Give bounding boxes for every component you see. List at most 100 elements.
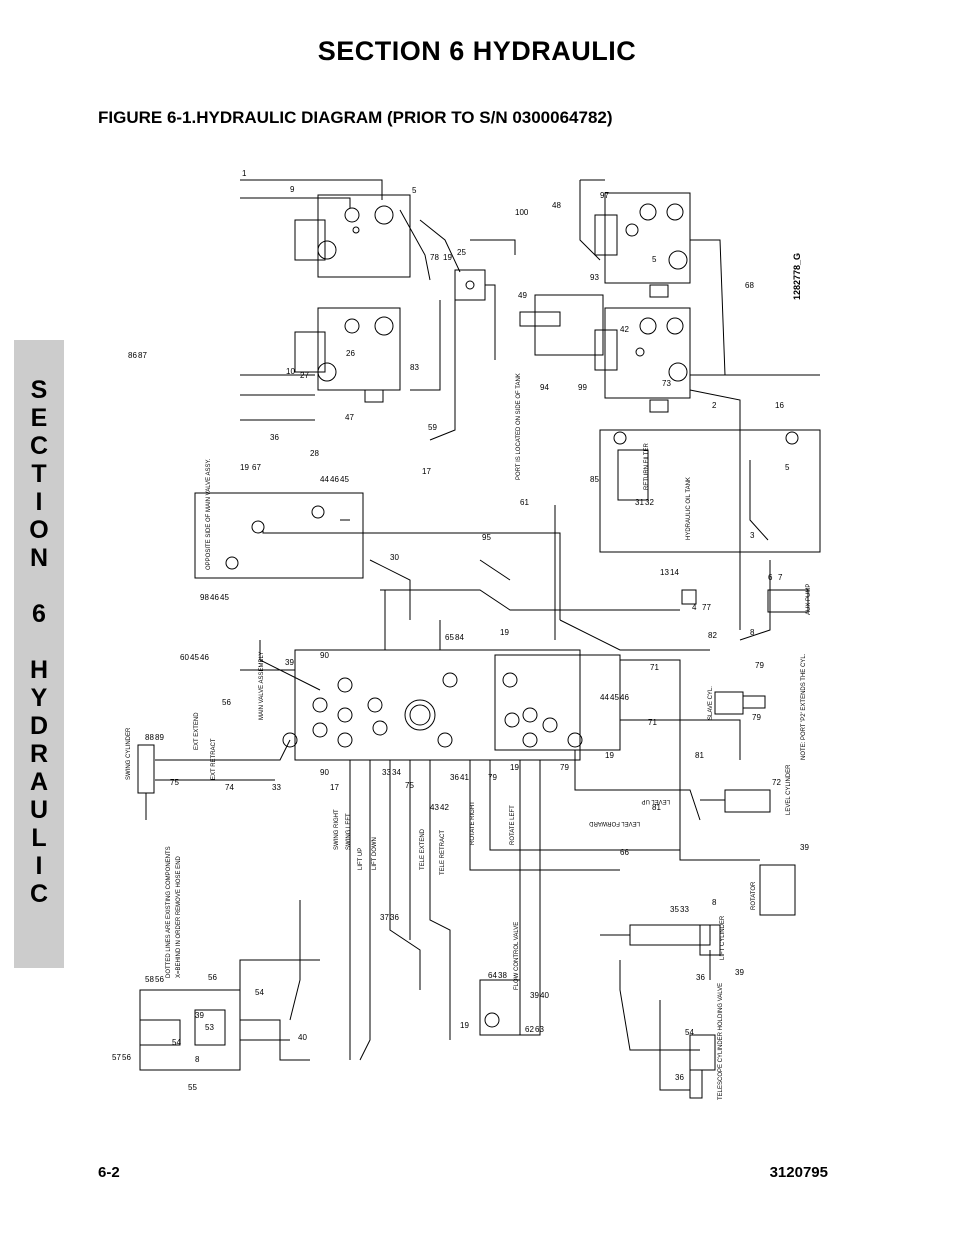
callout-label: 19	[510, 763, 519, 772]
right-lower-valve	[604, 307, 691, 399]
hose-line	[659, 1000, 690, 1091]
port-fitting	[374, 205, 394, 225]
hose-line	[470, 239, 516, 255]
hose-line	[262, 530, 561, 620]
callout-label: 87	[138, 351, 147, 360]
port-fitting	[442, 672, 458, 688]
callout-label: 90	[320, 768, 329, 777]
hose-line	[485, 284, 496, 360]
side-tab-letter: C	[29, 880, 49, 908]
callout-label: 5	[785, 463, 790, 472]
hose-line	[739, 560, 771, 641]
telescope-holding-valve	[689, 1034, 716, 1071]
callout-label: 37	[380, 913, 389, 922]
callout-label: 86	[128, 351, 137, 360]
callout-label: 93	[590, 273, 599, 282]
main-inlet-inner	[409, 704, 431, 726]
callout-label: 89	[155, 733, 164, 742]
side-tab-letter: L	[31, 824, 47, 852]
port-fitting	[337, 677, 353, 693]
callout-label: 4	[692, 603, 697, 612]
port-fitting	[668, 362, 688, 382]
hose-line	[620, 659, 760, 861]
callout-label: 39	[800, 843, 809, 852]
callout-label: 54	[255, 988, 264, 997]
check-valve	[454, 269, 486, 301]
callout-label: 36	[450, 773, 459, 782]
port-fitting	[484, 1012, 500, 1028]
port-fitting	[317, 240, 337, 260]
swing-right-label: SWING RIGHT	[334, 809, 340, 850]
page-number: 6-2	[98, 1164, 120, 1181]
side-tab-letter: T	[31, 460, 47, 488]
aux-pump-label: AUX PUMP	[806, 584, 812, 615]
hose-line	[380, 589, 680, 611]
hose-line	[574, 750, 701, 821]
callout-label: 13	[660, 568, 669, 577]
side-tab-letter	[14, 628, 64, 656]
callout-label: 36	[270, 433, 279, 442]
callout-label: 53	[205, 1023, 214, 1032]
callout-label: 46	[330, 475, 339, 484]
shaft	[649, 284, 669, 298]
callout-label: 62	[525, 1025, 534, 1034]
hose-line	[469, 760, 620, 871]
callout-label: 85	[590, 475, 599, 484]
rotate-right-label: ROTATE RIGHT	[470, 801, 476, 845]
ext-retract-label: EXT RETRACT	[211, 738, 217, 780]
hose-line	[690, 239, 726, 376]
side-tab-text: S E C T I O N 6 H Y D R A U L I C	[14, 376, 64, 908]
callout-label: 100	[515, 208, 529, 217]
rotate-left-label: ROTATE LEFT	[510, 805, 516, 845]
port-fitting	[666, 317, 684, 335]
hydraulic-oil-tank	[599, 429, 821, 553]
callout-label: 8	[195, 1055, 200, 1064]
callout-label: 8	[750, 628, 755, 637]
telescope-valve-stem	[689, 1069, 703, 1099]
hose-line	[410, 300, 441, 391]
callout-label: 81	[652, 803, 661, 812]
callout-label: 10	[286, 367, 295, 376]
return-filter-label: RETURN FILTER	[644, 442, 650, 490]
callout-label: 45	[220, 593, 229, 602]
callout-label: 43	[430, 803, 439, 812]
callout-label: 45	[340, 475, 349, 484]
tank-cap	[613, 431, 627, 445]
port-fitting	[542, 717, 558, 733]
swing-control	[194, 1009, 226, 1046]
callout-label: 46	[200, 653, 209, 662]
slave-cyl-label: SLAVE CYL.	[708, 686, 714, 720]
callout-label: 36	[675, 1073, 684, 1082]
hose-line	[689, 389, 741, 630]
callout-label: 56	[155, 975, 164, 984]
callout-label: 36	[696, 973, 705, 982]
port-fitting	[352, 226, 360, 234]
callout-label: 32	[645, 498, 654, 507]
port-note: NOTE: PORT 'P2' EXTENDS THE CYL.	[801, 653, 807, 760]
callout-label: 71	[650, 663, 659, 672]
hose-line	[359, 760, 371, 1061]
middle-valve-housing	[294, 331, 326, 373]
callout-label: 55	[188, 1083, 197, 1092]
callout-label: 45	[190, 653, 199, 662]
hose-line	[489, 760, 680, 851]
callout-label: 44	[320, 475, 329, 484]
solenoid-coil	[519, 311, 561, 327]
side-tab-letter: D	[29, 712, 49, 740]
side-tab-letter: N	[29, 544, 49, 572]
callout-label: 27	[300, 371, 309, 380]
side-tab-letter	[14, 572, 64, 600]
hose-line	[419, 219, 461, 273]
level-cylinder-label: LEVEL CYLINDER	[786, 764, 792, 815]
callout-label: 78	[430, 253, 439, 262]
dotted-lines-note: DOTTED LINES ARE EXISTING COMPONENTS	[166, 846, 172, 978]
lift-cylinder	[629, 924, 711, 946]
tele-retract-label: TELE RETRACT	[440, 830, 446, 875]
port-fitting	[666, 203, 684, 221]
document-number: 3120795	[769, 1164, 828, 1181]
hose-line	[240, 197, 351, 208]
shaft	[364, 389, 384, 403]
side-tab-letter: R	[29, 740, 49, 768]
port-fitting	[344, 318, 360, 334]
callout-label: 33	[272, 783, 281, 792]
